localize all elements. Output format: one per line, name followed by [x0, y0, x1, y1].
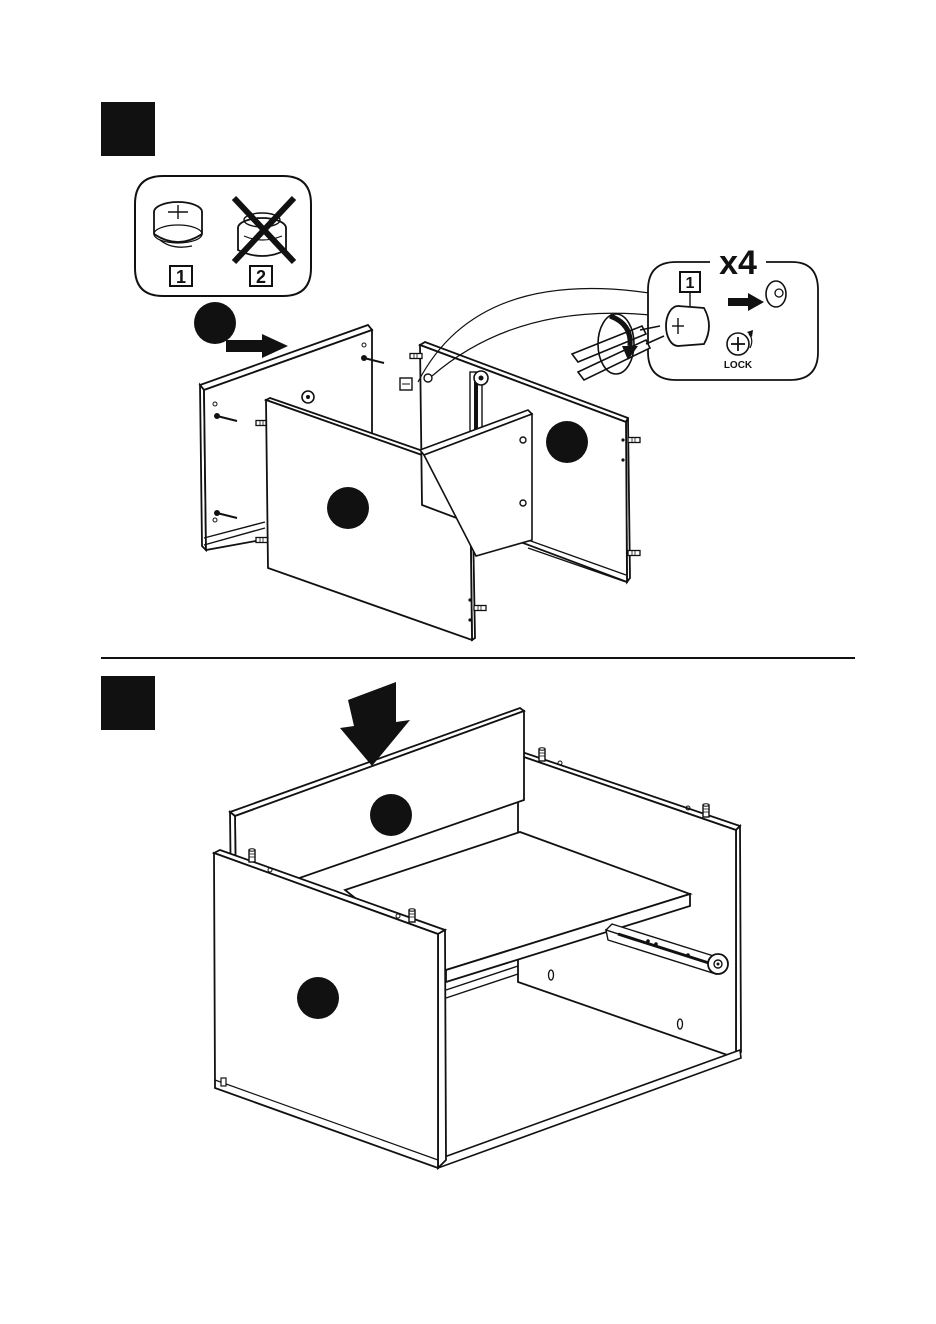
step-a-number-box: [101, 102, 155, 156]
part-marker-front: [327, 487, 369, 529]
cam-lock-fitting-icon: [666, 306, 709, 346]
cam-lock-fitting-icon: [154, 202, 202, 247]
callout-part-label: 1: [686, 275, 695, 292]
step-a: 1 2: [101, 102, 818, 640]
part-marker-a: [194, 302, 236, 344]
quantity-label: x4: [719, 244, 757, 282]
step-b-number-box: [101, 676, 155, 730]
part-marker-back: [546, 421, 588, 463]
cam-option-good-label: 1: [176, 267, 186, 287]
part-marker-side: [297, 977, 339, 1019]
cam-option-bad-label: 2: [256, 267, 266, 287]
lock-label: LOCK: [724, 360, 753, 371]
cam-lock-fitting-icon: [400, 378, 412, 390]
cam-lock-callout: x4 1 LOCK: [648, 244, 818, 380]
cam-hole-icon: [766, 281, 786, 307]
cam-orientation-inset: 1 2: [135, 176, 311, 296]
push-arrow-icon: [226, 334, 288, 358]
step-b: [101, 676, 741, 1168]
part-marker-back-panel: [370, 794, 412, 836]
